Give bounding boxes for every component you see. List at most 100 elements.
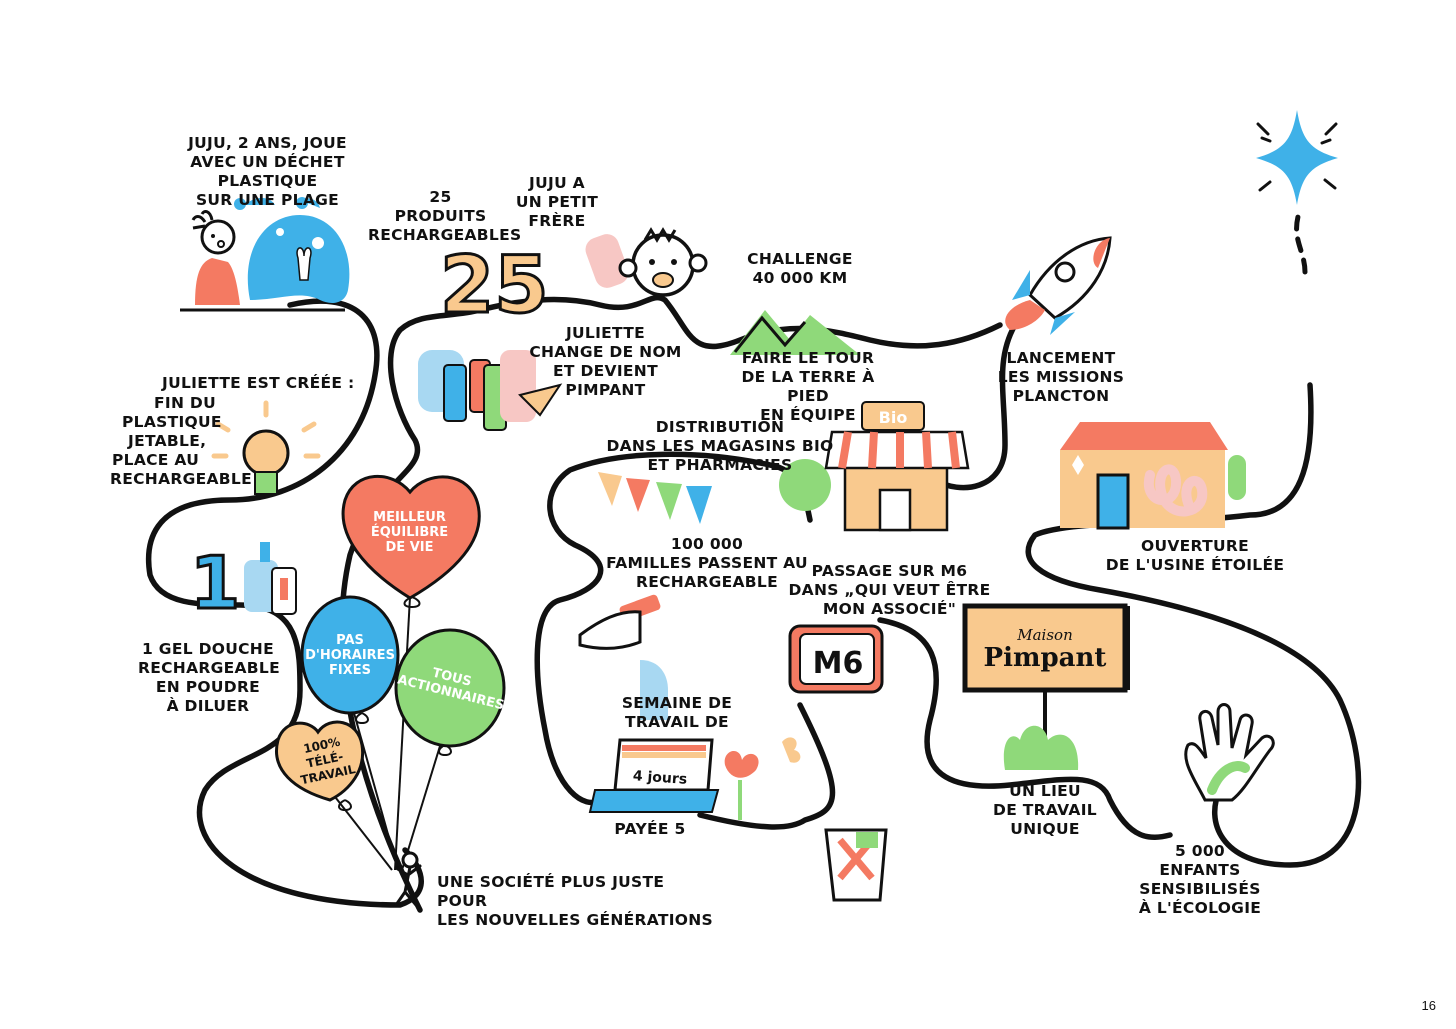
mountains-illustration xyxy=(730,310,860,355)
label-usine: Ouverture de l'usine étoilée xyxy=(1090,537,1300,575)
maison-pimpant-sign: Maison Pimpant xyxy=(962,603,1130,770)
usine-illustration xyxy=(1060,422,1246,530)
label-line: Ouverture xyxy=(1141,537,1249,555)
balloon-line: Meilleur xyxy=(373,510,446,525)
label-line: Une société plus juste pour xyxy=(437,873,665,910)
label-tour-terre: Faire le tour de la Terre à pied en équi… xyxy=(718,349,898,425)
m6-tv-illustration: M6 xyxy=(788,624,884,694)
balloon-line: de vie xyxy=(385,540,434,555)
distribution-illustration: Bio xyxy=(598,401,970,532)
balloon-line: fixes xyxy=(329,663,371,678)
label-juliette-creee-title: Juliette est créée : xyxy=(162,374,362,393)
bio-sign-text: Bio xyxy=(879,408,908,427)
label-line: Un lieu xyxy=(1009,782,1081,800)
label-line: mon associé" xyxy=(822,600,957,618)
balloon-line: équilibre xyxy=(370,525,449,540)
flowers-illustration xyxy=(724,737,801,820)
balloons-illustration xyxy=(275,475,506,907)
gel-douche-illustration: 1 xyxy=(189,540,297,627)
label-gel-douche: 1 gel douche rechargeable en poudre à di… xyxy=(138,640,280,716)
label-m6: Passage sur M6 dans „Qui veut être mon a… xyxy=(782,562,997,619)
label-line: rechargeables xyxy=(368,226,522,244)
waving-hand-illustration xyxy=(1184,703,1275,802)
balloon-blue xyxy=(300,595,400,715)
label-line: et devient xyxy=(553,362,658,380)
label-line: frère xyxy=(528,212,586,230)
label-societe: Une société plus juste pour les nouvelle… xyxy=(437,873,717,930)
label-distribution: Distribution dans les magasins Bio et ph… xyxy=(605,418,835,475)
label-line: les nouvelles générations xyxy=(437,911,713,929)
timeline-path xyxy=(145,294,1362,913)
label-line: Fin du xyxy=(154,394,216,412)
label-semaine: Semaine de travail de xyxy=(612,694,742,732)
label-line: Payée 5 xyxy=(614,820,686,838)
label-lieu: Un lieu de travail unique xyxy=(985,782,1105,839)
star-icon xyxy=(1256,110,1338,205)
recharge-hand-illustration xyxy=(578,594,668,720)
label-produits: 25 produits rechargeables xyxy=(368,188,522,245)
label-line: 40 000 km xyxy=(752,269,848,287)
label-line: Juliette xyxy=(565,324,646,342)
label-line: Juliette est créée : xyxy=(162,374,355,392)
label-line: Challenge xyxy=(747,250,853,268)
label-line: à diluer xyxy=(166,697,250,715)
balloon-line: d'horaires xyxy=(305,648,395,663)
laptop-text: 4 jours xyxy=(632,768,687,788)
balloon-orange xyxy=(275,720,365,802)
label-line: plastique xyxy=(122,413,222,431)
rocket-illustration xyxy=(1005,236,1112,335)
label-line: familles passent au xyxy=(606,554,808,572)
juju-plage-illustration xyxy=(180,197,350,312)
label-enfants: 5 000 enfants sensibilisés à l'écologie xyxy=(1135,842,1265,918)
label-line: 5 000 xyxy=(1174,842,1226,860)
label-line: un petit xyxy=(515,193,599,211)
label-line: Semaine de xyxy=(621,694,733,712)
label-line: les missions xyxy=(997,368,1125,386)
label-line: place au xyxy=(112,451,200,469)
sign-small-text: Maison xyxy=(1016,626,1073,644)
label-line: 1 gel douche xyxy=(142,640,274,658)
label-line: à l'écologie xyxy=(1138,899,1262,917)
label-line: Juju, 2 ans, joue xyxy=(188,134,347,152)
label-line: Juju a xyxy=(529,174,585,192)
label-juliette-creee-body: Fin du plastique jetable, place au recha… xyxy=(110,394,252,489)
label-familles: 100 000 familles passent au rechargeable xyxy=(602,535,812,592)
label-line: unique xyxy=(1010,820,1080,838)
label-line: rechargeable xyxy=(138,659,280,677)
label-line: de l'usine étoilée xyxy=(1105,556,1285,574)
trash-illustration xyxy=(824,828,888,902)
label-line: et pharmacies xyxy=(647,456,793,474)
label-line: produits xyxy=(394,207,487,225)
label-challenge: Challenge 40 000 km xyxy=(730,250,870,288)
laptop-illustration: 4 jours xyxy=(588,738,720,813)
balloon-blue-text: Pas d'horaires fixes xyxy=(304,633,396,678)
page-number: 16 xyxy=(1421,998,1436,1013)
produits-illustration: 25 xyxy=(418,240,563,431)
balloon-line: Pas xyxy=(336,633,364,648)
label-line: de travail xyxy=(993,801,1097,819)
label-line: avec un déchet plastique xyxy=(190,153,345,190)
label-line: Passage sur M6 xyxy=(811,562,968,580)
balloon-green xyxy=(394,628,506,748)
label-line: dans „Qui veut être xyxy=(788,581,991,599)
number-1: 1 xyxy=(190,541,240,625)
star-sparkle-lines xyxy=(1256,122,1338,192)
lightbulb-icon xyxy=(211,400,321,495)
m6-logo: M6 xyxy=(813,646,864,681)
number-25: 25 xyxy=(440,241,549,331)
label-juliette-nom: Juliette change de nom et devient Pimpan… xyxy=(528,324,683,400)
label-line: Lancement xyxy=(1006,349,1116,367)
label-line: dans les magasins Bio xyxy=(606,437,834,455)
label-line: Pimpant xyxy=(565,381,646,399)
label-line: rechargeable xyxy=(636,573,778,591)
label-line: travail de xyxy=(625,713,729,731)
label-line: change de nom xyxy=(529,343,682,361)
label-petit-frere: Juju a un petit frère xyxy=(512,174,602,231)
label-line: 25 xyxy=(429,188,452,206)
label-line: rechargeable xyxy=(110,470,252,488)
label-line: enfants xyxy=(1159,861,1241,879)
label-juju-plage: Juju, 2 ans, joue avec un déchet plastiq… xyxy=(140,134,395,210)
label-line: 100 000 xyxy=(670,535,744,553)
